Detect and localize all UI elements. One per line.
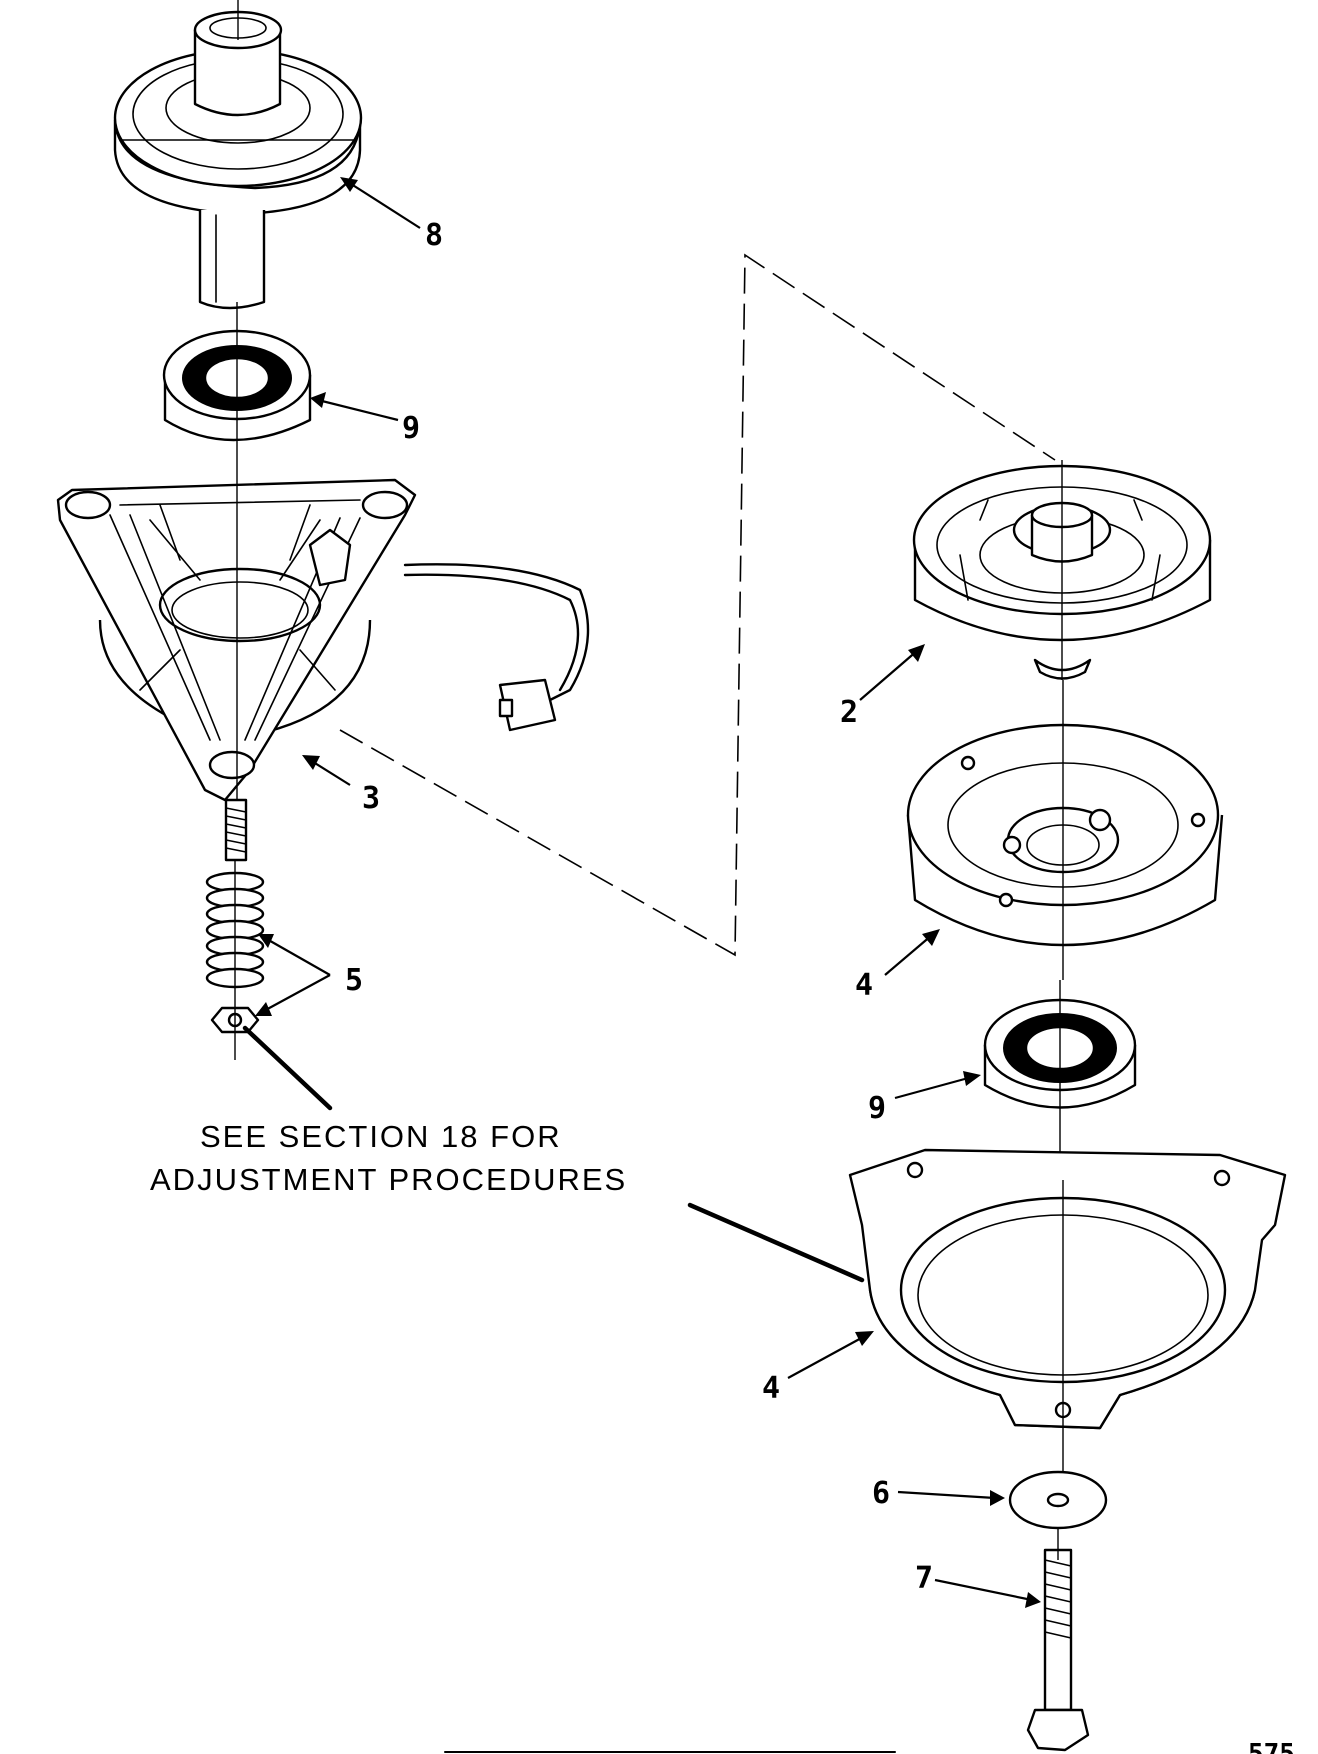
callout-4-lower: 4 — [762, 1371, 780, 1406]
callout-8: 8 — [425, 218, 443, 253]
note-leader-to-housing — [687, 1202, 865, 1283]
callout-3: 3 — [362, 781, 380, 816]
callout-4-upper: 4 — [855, 968, 873, 1003]
bolt-part-7 — [1026, 1528, 1090, 1752]
note-line-2: ADJUSTMENT PROCEDURES — [150, 1162, 627, 1197]
housing-part-4-lower — [848, 1148, 1287, 1500]
bearing-part-9-lower — [983, 980, 1137, 1180]
note-line-1: SEE SECTION 18 FOR — [200, 1119, 562, 1154]
callout-6: 6 — [872, 1476, 890, 1511]
bracket-part-3 — [56, 470, 590, 802]
pulley-part-8 — [113, 0, 363, 310]
callout-9-lower: 9 — [868, 1091, 886, 1126]
bearing-part-9-upper — [162, 302, 312, 470]
assembly-dashed-line — [339, 253, 1056, 957]
callout-9-upper: 9 — [402, 411, 420, 446]
armature-plate-part-4-upper — [906, 680, 1224, 980]
page-number: 575 — [1248, 1739, 1295, 1754]
callout-5: 5 — [345, 963, 363, 998]
washer-part-6 — [1008, 1470, 1108, 1530]
note-leader-to-nut — [242, 1025, 333, 1111]
clutch-rotor-part-2 — [912, 460, 1212, 680]
spring-and-nut-part-5 — [205, 798, 265, 1060]
callout-7: 7 — [915, 1561, 933, 1596]
callout-2: 2 — [840, 695, 858, 730]
callout-arrows — [242, 177, 1041, 1608]
